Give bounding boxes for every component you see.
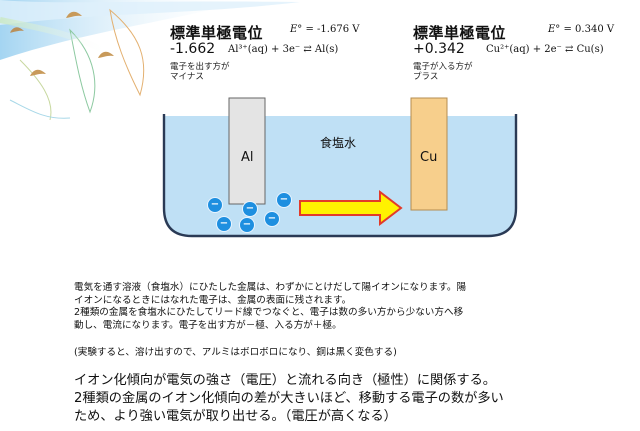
experiment-note: (実験すると、溶け出すので、アルミはボロボロになり、銅は黒く変色する) [74,347,397,358]
left-note: 電子を出す方が マイナス [170,62,230,82]
electron-ion: − [264,211,280,227]
left-e-value: = -1.676 V [305,24,360,35]
explanation-paragraph: 電気を通す溶液（食塩水）にひたした金属は、わずかにとけだして陽イオンになります。… [74,282,466,332]
conclusion-line: 2種類の金属のイオン化傾向の差が大きいほど、移動する電子の数が多い [74,391,504,406]
electrochemical-cell-diagram [162,97,518,238]
decorative-bird-icon [10,27,24,33]
left-reaction: Al³⁺(aq) + 3e⁻ ⇄ Al(s) [228,44,339,55]
explanation-line: 動し、電流になります。電子を出す方が－極、入る方が＋極。 [74,319,342,331]
right-note-line2: プラス [413,72,439,82]
left-e-symbol: E° [290,24,303,35]
electron-ion: − [207,197,223,213]
conclusion-paragraph: イオン化傾向が電気の強さ（電圧）と流れる向き（極性）に関係する。 2種類の金属の… [74,372,504,426]
left-note-line2: マイナス [170,72,204,82]
decorative-bird-icon [66,11,82,18]
right-reaction: Cu²⁺(aq) + 2e⁻ ⇄ Cu(s) [486,44,604,55]
right-potential-title: 標準単極電位 [413,24,507,42]
left-note-line1: 電子を出す方が [170,62,230,72]
decorative-bird-icon [30,69,46,76]
container [162,114,518,238]
decorative-swoosh-background [0,0,300,120]
right-note: 電子が入る方が プラス [413,62,473,82]
explanation-line: イオンになるときにはなれた電子は、金属の表面に残されます。 [74,294,352,306]
salt-water-label: 食塩水 [320,136,357,150]
explanation-line: 電気を通す溶液（食塩水）にひたした金属は、わずかにとけだして陽イオンになります。… [74,282,467,293]
right-e-symbol: E° [548,24,561,35]
al-electrode-label: Al [241,150,254,165]
left-potential-equation: E° = -1.676 V [290,24,359,35]
al-electrode [228,97,266,205]
conclusion-line: イオン化傾向が電気の強さ（電圧）と流れる向き（極性）に関係する。 [74,373,496,388]
right-e-value: = 0.340 V [563,24,615,35]
electron-ion: − [216,216,232,232]
explanation-line: 2種類の金属を食塩水にひたしてリード線でつなぐと、電子は数の多い方から少ない方へ… [74,307,464,318]
left-potential-value: -1.662 [170,41,216,57]
cu-electrode-label: Cu [420,150,438,165]
conclusion-line: ため、より強い電気が取り出せる。（電圧が高くなる） [74,409,397,424]
electron-flow-arrow [299,189,403,227]
right-note-line1: 電子が入る方が [413,62,473,72]
right-potential-equation: E° = 0.340 V [548,24,614,35]
cu-electrode [410,97,448,211]
electron-ion: − [239,217,255,233]
left-potential-title: 標準単極電位 [170,24,264,42]
electron-ion: − [276,192,292,208]
right-potential-value: +0.342 [413,41,465,57]
electron-ion: − [242,201,258,217]
decorative-bird-icon [98,51,114,58]
